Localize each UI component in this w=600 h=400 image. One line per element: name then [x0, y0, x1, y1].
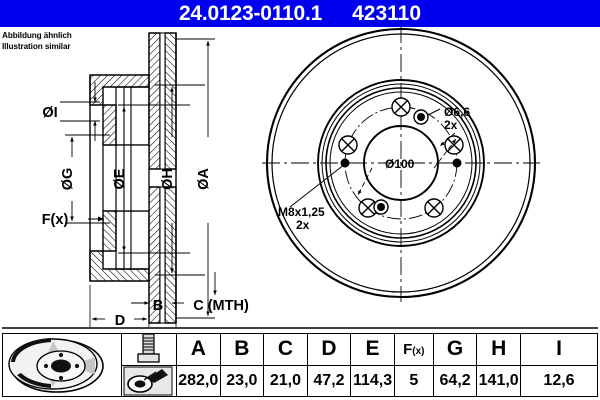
value-Fx: 5 [393, 364, 434, 397]
brake-disc-photo [2, 333, 122, 397]
label-Fx: F(x) [42, 212, 69, 228]
hub-bore [363, 125, 439, 201]
column-header-H: H [476, 333, 521, 366]
spec-table: A B C D E F(x) G H I [2, 333, 598, 397]
label-hole-dia: Ø6,6 [444, 105, 470, 119]
spec-table-wrapper: A B C D E F(x) G H I [2, 333, 598, 397]
value-I: 12,6 [520, 364, 598, 397]
article-number: 423110 [352, 2, 422, 25]
annotation-hole-dia: Ø6,6 2x [427, 105, 470, 147]
label-C: C (MTH) [193, 298, 249, 314]
part-number: 24.0123-0110.1 [178, 2, 323, 25]
column-header-D: D [306, 333, 352, 366]
label-thread: M8x1,25 [278, 205, 325, 219]
illustration-note: Abbildung ähnlich Illustration similar [2, 31, 72, 52]
note-line-de: Abbildung ähnlich [2, 31, 72, 40]
label-hole-dia-count: 2x [444, 118, 458, 132]
table-header-row: A B C D E F(x) G H I [2, 333, 598, 397]
threaded-holes [373, 109, 429, 215]
column-header-G: G [432, 333, 478, 366]
note-line-en: Illustration similar [2, 41, 71, 51]
label-B: B [153, 298, 163, 314]
cross-section-view: ØI ØG ØE ØH ØA [42, 32, 249, 329]
label-dia-I: ØI [42, 105, 57, 121]
column-header-A: A [176, 333, 221, 366]
disc-hat-upper [89, 74, 150, 146]
disc-outer-edge [265, 27, 537, 299]
column-header-C: C [263, 333, 308, 366]
bolt-icon [121, 333, 177, 366]
disc-hat-lower [89, 210, 150, 282]
value-G: 64,2 [432, 364, 478, 397]
drawing-area: ØI ØG ØE ØH ØA [0, 27, 600, 330]
label-D: D [115, 313, 125, 329]
table-value-row: 282,0 23,0 21,0 47,2 114,3 5 64,2 141,0 … [3, 364, 598, 397]
mounting-tool-icon [121, 364, 177, 397]
label-dia-H: ØH [160, 168, 176, 190]
value-A: 282,0 [176, 364, 221, 397]
column-header-B: B [219, 333, 265, 366]
front-view: Ø6,6 2x M8x1,25 2x Ø100 [262, 27, 540, 302]
column-header-I: I [520, 333, 598, 366]
annotation-bolt-circle: Ø100 [357, 138, 457, 196]
value-H: 141,0 [476, 364, 521, 397]
value-C: 21,0 [263, 364, 308, 397]
value-E: 114,3 [350, 364, 395, 397]
value-B: 23,0 [219, 364, 265, 397]
lug-holes [338, 97, 464, 218]
column-header-Fx: F(x) [393, 333, 434, 366]
label-dia-G: ØG [60, 168, 76, 191]
column-header-E: E [350, 333, 395, 366]
label-dia-E: ØE [112, 168, 128, 189]
annotation-thread: M8x1,25 2x [278, 163, 346, 232]
value-D: 47,2 [306, 364, 352, 397]
label-bolt-circle: Ø100 [385, 157, 415, 171]
label-thread-count: 2x [296, 218, 310, 232]
header-bar: 24.0123-0110.1 423110 [0, 0, 600, 27]
label-dia-A: ØA [196, 168, 212, 190]
